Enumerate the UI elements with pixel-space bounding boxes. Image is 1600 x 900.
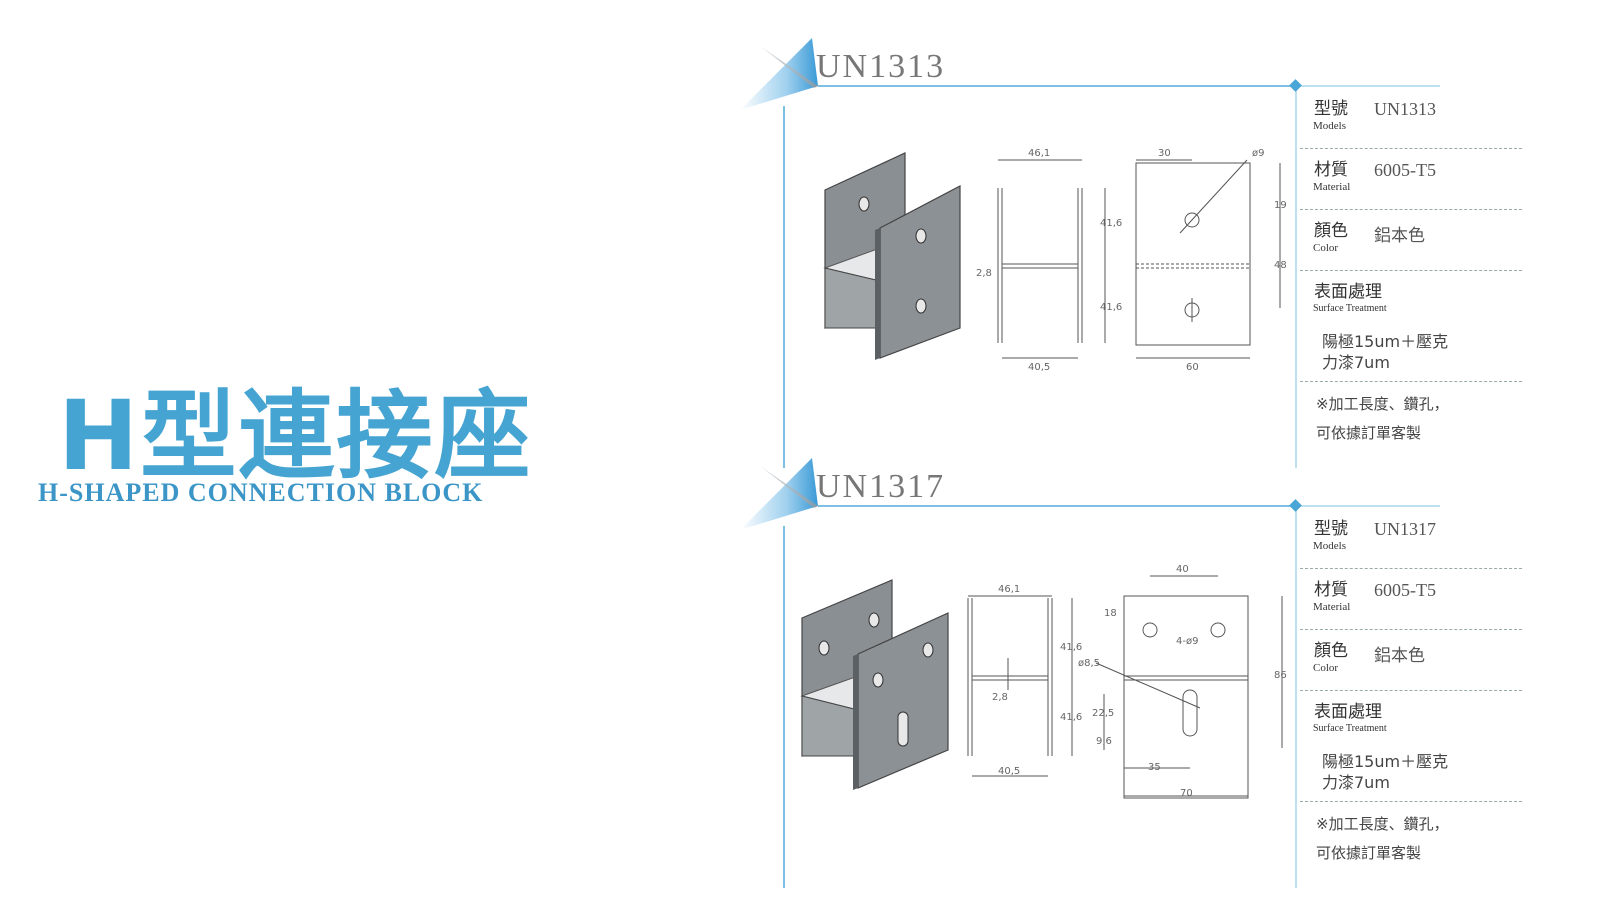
page-title-en: H-SHAPED CONNECTION BLOCK xyxy=(38,478,484,507)
product-panel-un1317: UN1317 46,1 40,5 41,6 41,6 2,8 xyxy=(740,458,1522,888)
panel-frame xyxy=(740,458,1440,888)
spec-row-model: 型號 Models UN1317 xyxy=(1300,508,1522,569)
treatment-line-2: 力漆7um xyxy=(1322,353,1390,372)
treatment-line-1: 陽極15um＋壓克 xyxy=(1322,752,1449,771)
dim-side-upper: 19 xyxy=(1274,200,1287,211)
iso-view xyxy=(800,579,949,790)
label-material-en: Material xyxy=(1313,601,1351,613)
technical-drawing: 46,1 40,5 41,6 41,6 2,8 30 ø9 19 48 60 xyxy=(823,148,1287,373)
treatment-line-2: 力漆7um xyxy=(1322,773,1390,792)
side-view xyxy=(1095,575,1283,799)
spec-row-material: 材質 Material 6005-T5 xyxy=(1300,569,1522,630)
label-color-en: Color xyxy=(1313,662,1339,674)
dim-front-top: 46,1 xyxy=(998,584,1020,595)
product-panel-un1313: UN1313 46,1 40,5 41,6 41,6 2,8 xyxy=(740,38,1522,468)
value-surface: 陽極15um＋壓克 力漆7um xyxy=(1322,331,1448,373)
front-view xyxy=(967,595,1073,777)
panel-frame xyxy=(740,38,1440,468)
value-model: UN1313 xyxy=(1374,99,1436,119)
dim-side-slot-len: 22,5 xyxy=(1092,708,1114,719)
label-model-en: Models xyxy=(1313,120,1346,132)
dim-side-top: 30 xyxy=(1158,148,1171,159)
dim-front-lower: 41,6 xyxy=(1060,712,1082,723)
dim-side-inner: 35 xyxy=(1148,762,1161,773)
note-line-1: ※加工長度、鑽孔， xyxy=(1316,395,1449,413)
note-line-2: 可依據訂單客製 xyxy=(1316,844,1422,862)
custom-note: ※加工長度、鑽孔， 可依據訂單客製 xyxy=(1300,802,1522,868)
spec-table: 型號 Models UN1317 材質 Material 6005-T5 顏色 … xyxy=(1300,508,1522,868)
dim-side-bottom: 70 xyxy=(1180,788,1193,799)
value-material: 6005-T5 xyxy=(1374,160,1436,180)
value-color: 鋁本色 xyxy=(1374,226,1425,246)
label-surface-zh: 表面處理 xyxy=(1314,702,1382,722)
side-view xyxy=(1135,159,1281,359)
label-material-en: Material xyxy=(1313,181,1351,193)
spec-row-color: 顏色 Color 鋁本色 xyxy=(1300,630,1522,691)
dim-front-upper: 41,6 xyxy=(1060,642,1082,653)
label-surface-zh: 表面處理 xyxy=(1314,282,1382,302)
value-surface: 陽極15um＋壓克 力漆7um xyxy=(1322,751,1448,793)
treatment-line-1: 陽極15um＋壓克 xyxy=(1322,332,1449,351)
spec-row-surface: 表面處理 Surface Treatment 陽極15um＋壓克 力漆7um xyxy=(1300,271,1522,382)
spec-row-surface: 表面處理 Surface Treatment 陽極15um＋壓克 力漆7um xyxy=(1300,691,1522,802)
dim-side-height: 86 xyxy=(1274,670,1287,681)
corner-accent xyxy=(740,458,818,530)
dim-side-upper: 18 xyxy=(1104,608,1117,619)
label-color-en: Color xyxy=(1313,242,1339,254)
dim-side-hole: ø9 xyxy=(1252,148,1264,159)
value-material: 6005-T5 xyxy=(1374,580,1436,600)
dim-side-slot-off: 9,6 xyxy=(1096,736,1112,747)
dim-side-top: 40 xyxy=(1176,564,1189,575)
label-surface-en: Surface Treatment xyxy=(1313,723,1387,734)
label-color-zh: 顏色 xyxy=(1314,641,1348,661)
corner-accent xyxy=(740,38,818,110)
label-material-zh: 材質 xyxy=(1314,580,1348,600)
dim-front-bottom: 40,5 xyxy=(998,766,1020,777)
dim-front-bottom: 40,5 xyxy=(1028,362,1050,373)
dim-side-height: 48 xyxy=(1274,260,1287,271)
spec-row-color: 顏色 Color 鋁本色 xyxy=(1300,210,1522,271)
label-surface-en: Surface Treatment xyxy=(1313,303,1387,314)
dim-front-lower: 41,6 xyxy=(1100,302,1122,313)
dim-side-slot: ø8,5 xyxy=(1078,658,1100,669)
model-heading: UN1317 xyxy=(816,468,946,505)
iso-view xyxy=(823,152,961,360)
label-color-zh: 顏色 xyxy=(1314,221,1348,241)
spec-table: 型號 Models UN1313 材質 Material 6005-T5 顏色 … xyxy=(1300,88,1522,448)
label-model-zh: 型號 xyxy=(1314,99,1348,119)
page-title-zh: H型連接座 xyxy=(58,380,533,492)
label-model-zh: 型號 xyxy=(1314,519,1348,539)
spec-row-material: 材質 Material 6005-T5 xyxy=(1300,149,1522,210)
label-model-en: Models xyxy=(1313,540,1346,552)
custom-note: ※加工長度、鑽孔， 可依據訂單客製 xyxy=(1300,382,1522,448)
dim-side-holes: 4-ø9 xyxy=(1176,636,1198,647)
dim-front-web: 2,8 xyxy=(992,692,1008,703)
value-model: UN1317 xyxy=(1374,519,1436,539)
technical-drawing: 46,1 40,5 41,6 41,6 2,8 40 4-ø9 18 ø8,5 … xyxy=(800,564,1287,799)
value-color: 鋁本色 xyxy=(1374,646,1425,666)
dim-front-web: 2,8 xyxy=(976,268,992,279)
dim-side-bottom: 60 xyxy=(1186,362,1199,373)
dim-front-top: 46,1 xyxy=(1028,148,1050,159)
note-line-2: 可依據訂單客製 xyxy=(1316,424,1422,442)
spec-row-model: 型號 Models UN1313 xyxy=(1300,88,1522,149)
note-line-1: ※加工長度、鑽孔， xyxy=(1316,815,1449,833)
model-heading: UN1313 xyxy=(816,48,946,85)
dim-front-upper: 41,6 xyxy=(1100,218,1122,229)
front-view xyxy=(997,159,1106,359)
label-material-zh: 材質 xyxy=(1314,160,1348,180)
